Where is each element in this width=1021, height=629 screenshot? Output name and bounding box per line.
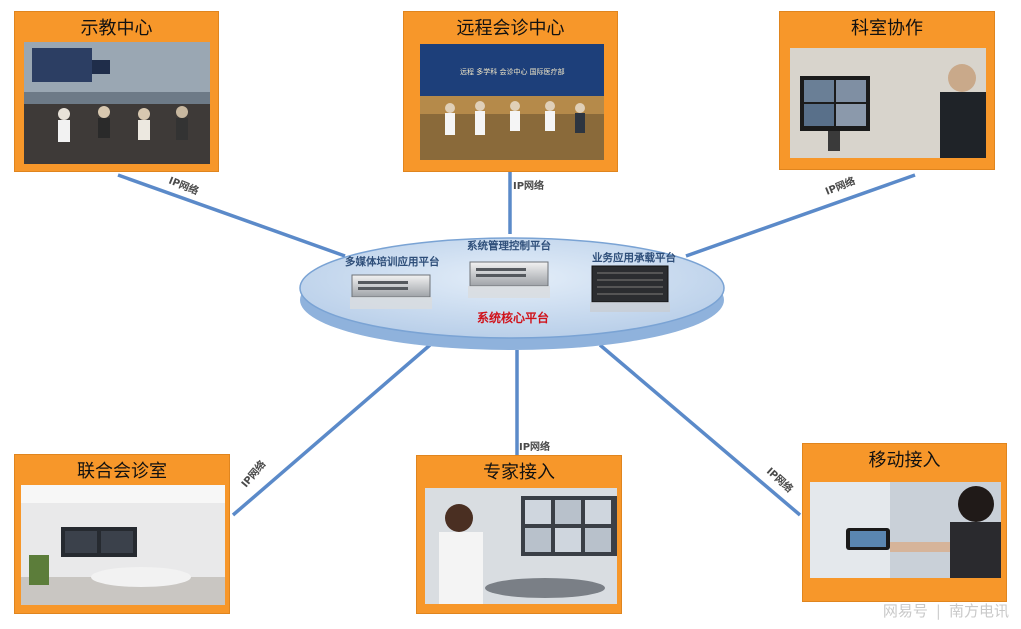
consult-hall-image: 远程 多学科 会诊中心 国际医疗部 [420, 44, 604, 160]
node-title: 科室协作 [851, 18, 923, 39]
watermark-left: 网易号 [882, 602, 928, 620]
edge-label-collab: IP网络 [823, 174, 857, 198]
node-title: 远程会诊中心 [456, 18, 565, 39]
edges [117, 172, 916, 517]
platform-multimedia-label: 多媒体培训应用平台 [345, 255, 440, 268]
expert-access-photo [425, 488, 617, 604]
remote-consult-photo: 远程 多学科 会诊中心 国际医疗部 [420, 44, 604, 160]
teaching-center-photo [24, 42, 210, 164]
node-title: 示教中心 [80, 18, 153, 39]
server-multimedia-icon [350, 274, 432, 309]
node-joint-consult-room: 联合会诊室 [14, 454, 230, 614]
edge-joint-consult-room [231, 343, 432, 517]
classroom-image [24, 42, 210, 164]
watermark-right: 南方电讯 [948, 602, 1009, 620]
platform-business-label: 业务应用承载平台 [592, 251, 676, 264]
node-teaching-center: 示教中心 [14, 11, 219, 172]
wall-caption: 远程 多学科 会诊中心 国际医疗部 [460, 67, 565, 76]
watermark: 网易号 | 南方电讯 [883, 600, 1009, 621]
node-department-collab: 科室协作 [779, 11, 995, 170]
node-remote-consult-center: 远程会诊中心 远程 多学科 会诊中心 国际医疗部 [403, 11, 618, 172]
node-expert-access: 专家接入 [416, 455, 622, 614]
node-mobile-access: 移动接入 [802, 443, 1007, 602]
video-conference-image [790, 48, 986, 158]
server-business-icon [590, 265, 670, 312]
edge-label-expert: IP网络 [519, 440, 550, 453]
node-title: 联合会诊室 [77, 461, 167, 482]
node-title: 移动接入 [868, 450, 941, 471]
edge-mobile-access [598, 343, 802, 517]
department-collab-photo [790, 48, 986, 158]
joint-consult-photo [21, 485, 225, 605]
mobile-video-image [810, 482, 1001, 578]
core-platform-label: 系统核心平台 [477, 310, 549, 325]
edge-label-remote: IP网络 [513, 179, 544, 192]
server-management-icon [468, 261, 550, 298]
mobile-access-photo [810, 482, 1001, 578]
edge-teaching-center [117, 173, 346, 258]
platform-management-label: 系统管理控制平台 [467, 239, 551, 252]
meeting-room-image [21, 485, 225, 605]
watermark-separator: | [935, 602, 941, 620]
node-title: 专家接入 [483, 462, 555, 483]
expert-workstation-image [425, 488, 617, 604]
edge-department-collab [685, 173, 916, 258]
edge-label-joint: IP网络 [238, 458, 268, 490]
